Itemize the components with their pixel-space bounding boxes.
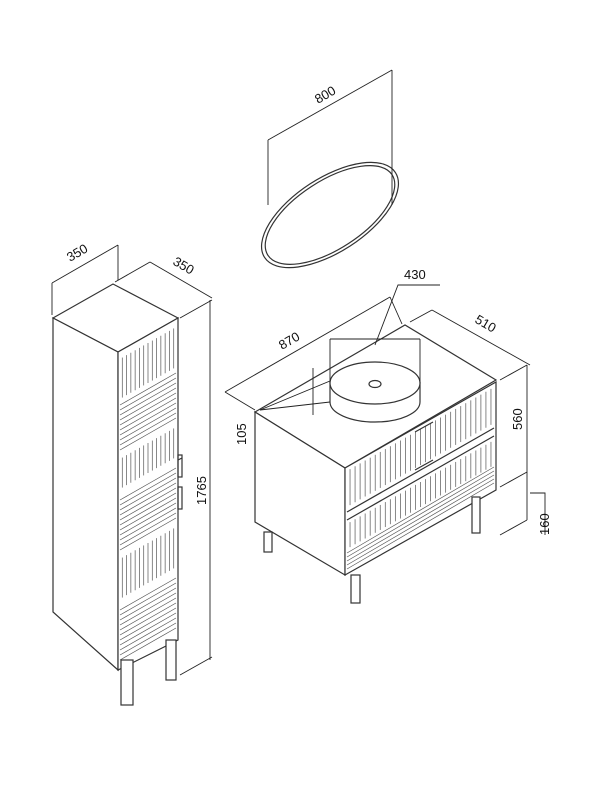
fluting-line <box>119 582 177 616</box>
fluting-line <box>119 412 177 446</box>
fluting-line <box>119 602 177 636</box>
fluting-line <box>119 592 177 626</box>
fluting-line <box>119 607 177 641</box>
fluting-line <box>119 477 177 511</box>
vanity-unit <box>253 324 498 604</box>
vanity-width-label: 870 <box>276 329 302 353</box>
fluting-line <box>119 587 177 621</box>
fluting-line <box>119 402 177 436</box>
fluting-line <box>119 387 177 421</box>
tall-depth-label: 350 <box>171 254 197 278</box>
tall-width-label: 350 <box>64 241 90 265</box>
vanity-leg <box>350 574 361 604</box>
tall-cabinet-leg <box>165 639 177 681</box>
fluting-line <box>119 482 177 516</box>
fluting-line <box>346 474 495 562</box>
fluting-line <box>119 397 177 431</box>
fluting-line <box>119 507 177 541</box>
fluting-line <box>119 467 177 501</box>
fluting-line <box>119 372 177 406</box>
vanity-leg <box>471 496 481 534</box>
vanity-depth-label: 510 <box>473 312 499 336</box>
fluting-line <box>119 502 177 536</box>
vanity-height-label: 560 <box>510 408 525 430</box>
drawer-handle <box>414 459 434 471</box>
fluting-line <box>119 417 177 451</box>
vanity-leg <box>263 531 273 553</box>
fluting-line <box>119 617 177 651</box>
fluting-line <box>119 487 177 521</box>
fluting-line <box>119 517 177 551</box>
fluting-line <box>119 377 177 411</box>
basin-diameter-label: 430 <box>404 267 426 282</box>
fluting-line <box>119 382 177 416</box>
drawer-handle <box>414 421 434 433</box>
fluting-line <box>119 622 177 656</box>
tall-cabinet-leg <box>120 659 134 706</box>
fluting-line <box>119 577 177 611</box>
fluting-line <box>119 392 177 426</box>
fluting-line <box>119 472 177 506</box>
round-mirror <box>260 161 400 269</box>
leg-height-label: 160 <box>537 513 552 535</box>
basin-height-label: 105 <box>234 423 249 445</box>
fluting-line <box>346 470 495 558</box>
fluting-line <box>119 612 177 646</box>
fluting-line <box>119 597 177 631</box>
fluting-line <box>119 512 177 546</box>
tall-height-label: 1765 <box>194 476 209 505</box>
fluting-line <box>119 492 177 526</box>
fluting-line <box>346 466 495 554</box>
tall-cabinet <box>51 283 183 706</box>
mirror-dimension: 800 <box>267 69 393 205</box>
vessel-basin <box>329 361 421 423</box>
fluting-line <box>119 497 177 531</box>
fluting-line <box>346 478 495 566</box>
fluting-line <box>119 627 177 661</box>
fluting-line <box>119 407 177 441</box>
fluting-line <box>346 482 495 570</box>
